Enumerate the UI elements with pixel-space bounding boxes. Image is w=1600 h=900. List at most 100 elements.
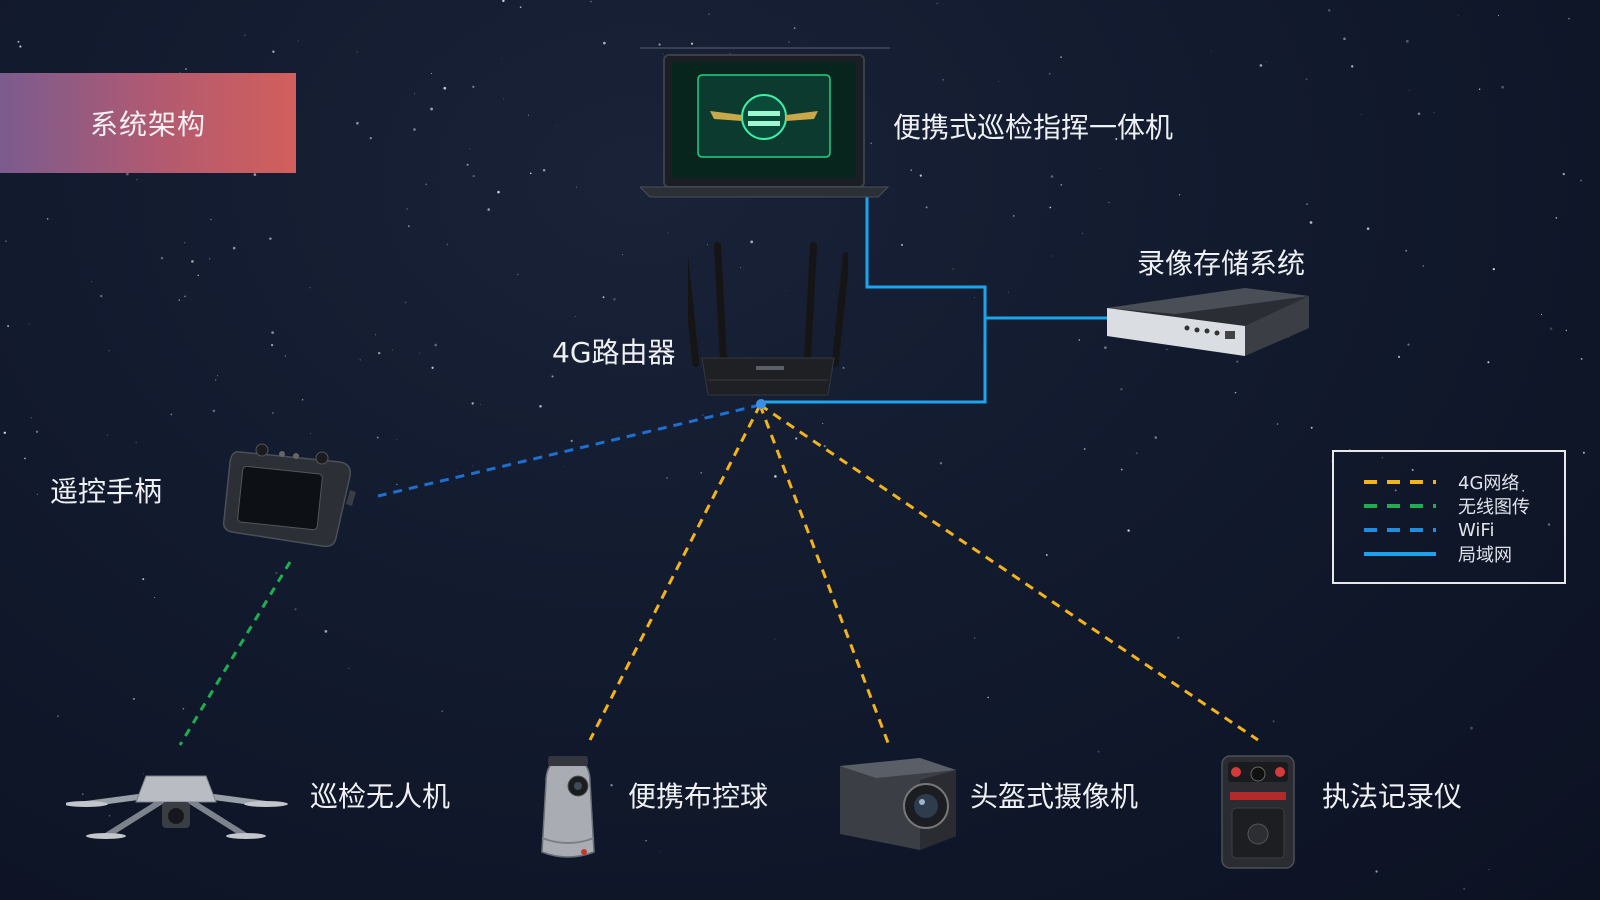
body-recorder-label: 执法记录仪 <box>1322 780 1463 813</box>
star <box>658 43 661 46</box>
star <box>936 2 938 5</box>
star <box>620 428 622 429</box>
star <box>1048 72 1051 75</box>
star <box>376 436 379 439</box>
star <box>1154 436 1158 439</box>
star <box>1540 313 1543 315</box>
star <box>739 267 741 268</box>
legend-item-lan: 局域网 <box>1364 542 1512 566</box>
router-label: 4G路由器 <box>552 336 676 369</box>
star <box>1488 868 1490 870</box>
star <box>324 630 328 633</box>
star <box>1135 452 1138 455</box>
star <box>91 485 94 489</box>
star <box>170 413 173 416</box>
star <box>1272 720 1275 723</box>
star <box>529 172 532 175</box>
star <box>1104 346 1107 349</box>
star <box>182 707 185 710</box>
star <box>842 366 845 369</box>
star <box>1408 90 1410 91</box>
router-icon <box>688 242 848 396</box>
star <box>1562 172 1566 176</box>
star <box>575 186 578 188</box>
star <box>1082 232 1084 234</box>
star <box>271 331 274 334</box>
star <box>910 169 912 171</box>
star <box>519 6 522 9</box>
video-line-drone <box>178 561 292 746</box>
star <box>369 136 372 140</box>
star <box>1433 112 1435 114</box>
star <box>539 404 542 408</box>
star <box>707 244 708 246</box>
star <box>603 41 606 45</box>
laptop-label: 便携式巡检指挥一体机 <box>893 111 1174 144</box>
legend-label-wifi: WiFi <box>1458 519 1495 541</box>
laptop-icon <box>640 47 890 198</box>
star <box>160 256 164 260</box>
star <box>556 125 558 127</box>
star <box>46 218 49 220</box>
star <box>356 121 359 125</box>
wifi-line-controller <box>377 403 761 498</box>
drone-label: 巡检无人机 <box>310 780 451 813</box>
star <box>574 316 576 317</box>
star <box>28 323 30 325</box>
star <box>108 349 110 352</box>
star <box>750 240 754 244</box>
star <box>788 41 790 43</box>
star <box>700 471 703 474</box>
star <box>472 174 475 178</box>
helmet-camera-icon <box>840 758 956 850</box>
star <box>1050 175 1054 178</box>
star <box>275 571 278 575</box>
star <box>143 773 144 775</box>
star <box>297 40 299 42</box>
star <box>974 637 976 639</box>
star <box>309 433 311 435</box>
star <box>974 296 975 298</box>
star <box>666 477 668 479</box>
star <box>1266 61 1267 62</box>
star <box>939 462 943 465</box>
star <box>1309 221 1313 224</box>
star <box>1327 9 1331 12</box>
star <box>1108 201 1110 203</box>
dome-camera-label: 便携布控球 <box>628 780 769 813</box>
star <box>690 42 694 45</box>
star <box>1547 523 1551 526</box>
star <box>952 268 954 270</box>
star <box>253 173 257 176</box>
star <box>243 34 246 37</box>
star <box>36 493 38 495</box>
storage-nvr-icon <box>1107 288 1309 356</box>
star <box>795 437 798 440</box>
star <box>1349 449 1351 451</box>
star <box>667 232 669 234</box>
star <box>443 86 447 90</box>
star <box>1522 489 1525 492</box>
star <box>1463 887 1466 890</box>
star <box>272 50 275 53</box>
star <box>378 351 381 355</box>
star <box>1306 203 1308 206</box>
star <box>1211 50 1212 52</box>
star <box>942 79 944 81</box>
star <box>4 240 7 243</box>
star <box>197 274 199 277</box>
star <box>430 107 433 111</box>
star <box>184 242 186 244</box>
star <box>1060 56 1062 58</box>
star <box>1407 343 1410 346</box>
star <box>563 466 565 468</box>
legend-swatch-4g <box>1364 480 1436 484</box>
star <box>939 119 943 122</box>
star <box>30 417 32 419</box>
star <box>91 281 93 283</box>
star <box>107 434 108 436</box>
star <box>19 45 22 48</box>
star <box>284 355 287 357</box>
star <box>210 218 212 221</box>
